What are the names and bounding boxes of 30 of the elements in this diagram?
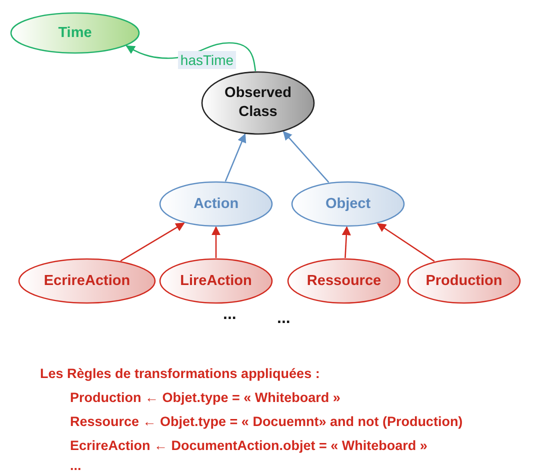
class-ellipse bbox=[291, 181, 405, 227]
class-ellipse bbox=[159, 181, 273, 227]
class-name: Ressource bbox=[306, 272, 382, 290]
rules-heading: Les Règles de transformations appliquées : bbox=[40, 366, 320, 381]
ellipsis: ... bbox=[223, 306, 236, 324]
arrow bbox=[342, 226, 351, 258]
arrow bbox=[282, 130, 330, 183]
arrow bbox=[224, 133, 246, 182]
class-name: EcrireAction bbox=[44, 272, 130, 290]
rule-text: Production ← Objet.type = « Whiteboard » bbox=[70, 390, 340, 405]
class-ellipse bbox=[159, 258, 273, 304]
arrow bbox=[376, 223, 435, 262]
class-name: Object bbox=[325, 194, 371, 214]
ellipsis: ... bbox=[277, 310, 290, 328]
rule-text: EcrireAction ← DocumentAction.objet = « Whiteboard » bbox=[70, 438, 428, 453]
rule-text: ... bbox=[70, 458, 82, 473]
arrow bbox=[211, 226, 221, 258]
class-ellipse bbox=[18, 258, 156, 304]
class-name: Time bbox=[58, 24, 92, 42]
class-ellipse bbox=[10, 12, 140, 54]
class-ellipse bbox=[287, 258, 401, 304]
class-name: Production bbox=[426, 272, 502, 290]
class-name: Observed Class bbox=[224, 84, 292, 122]
class-name: LireAction bbox=[180, 272, 252, 290]
rule-text: Ressource ← Objet.type = « Docuemnt» and not (Production) bbox=[70, 414, 463, 429]
edge-label: hasTime bbox=[178, 50, 236, 69]
class-ellipse bbox=[201, 71, 315, 135]
class-ellipse bbox=[407, 258, 521, 304]
arrow bbox=[120, 222, 185, 262]
class-name: Action bbox=[193, 194, 239, 214]
